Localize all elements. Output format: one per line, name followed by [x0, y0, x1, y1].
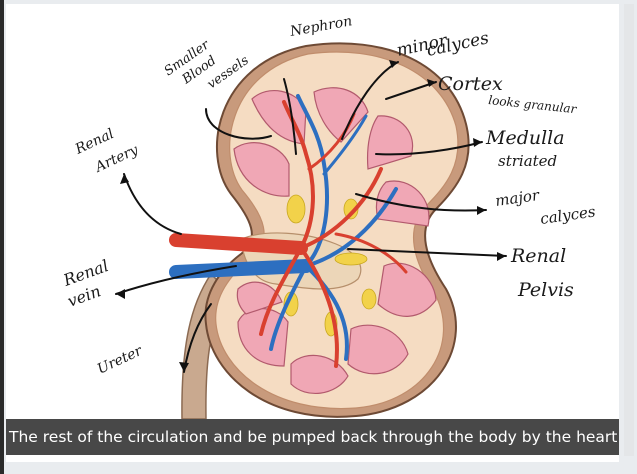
vein-network — [169, 94, 398, 361]
caption-bar: The rest of the circulation and be pumpe… — [6, 419, 619, 455]
pyramid — [233, 142, 290, 197]
label-medulla-note: striated — [498, 152, 557, 170]
kidney-diagram: Nephron Smaller Blood vessels minor caly… — [60, 13, 597, 419]
pyramid — [236, 281, 283, 315]
label-major: major — [494, 186, 541, 210]
arrow-heads — [116, 60, 506, 372]
label-cortex-note: looks granular — [488, 93, 579, 116]
pyramid — [347, 324, 409, 375]
pyramid — [251, 90, 307, 145]
pyramid — [366, 115, 414, 170]
label-renal-pelvis-1: Renal — [510, 245, 566, 267]
scrollbar[interactable] — [624, 4, 634, 456]
label-ureter: Ureter — [95, 343, 146, 378]
label-medulla: Medulla — [485, 127, 565, 149]
window-edge — [0, 0, 4, 474]
label-renal-pelvis-2: Pelvis — [517, 279, 574, 301]
pyramid — [313, 87, 369, 143]
caption-text: The rest of the circulation and be pumpe… — [9, 428, 619, 446]
medullary-pyramids — [233, 87, 437, 395]
label-calyces-major: calyces — [539, 202, 597, 228]
pyramid — [375, 180, 430, 227]
pyramid — [377, 262, 437, 317]
label-cortex: Cortex — [438, 73, 503, 95]
pyramid — [290, 354, 349, 395]
renal-sinus-fat — [283, 194, 377, 337]
label-nephron: Nephron — [288, 13, 353, 40]
